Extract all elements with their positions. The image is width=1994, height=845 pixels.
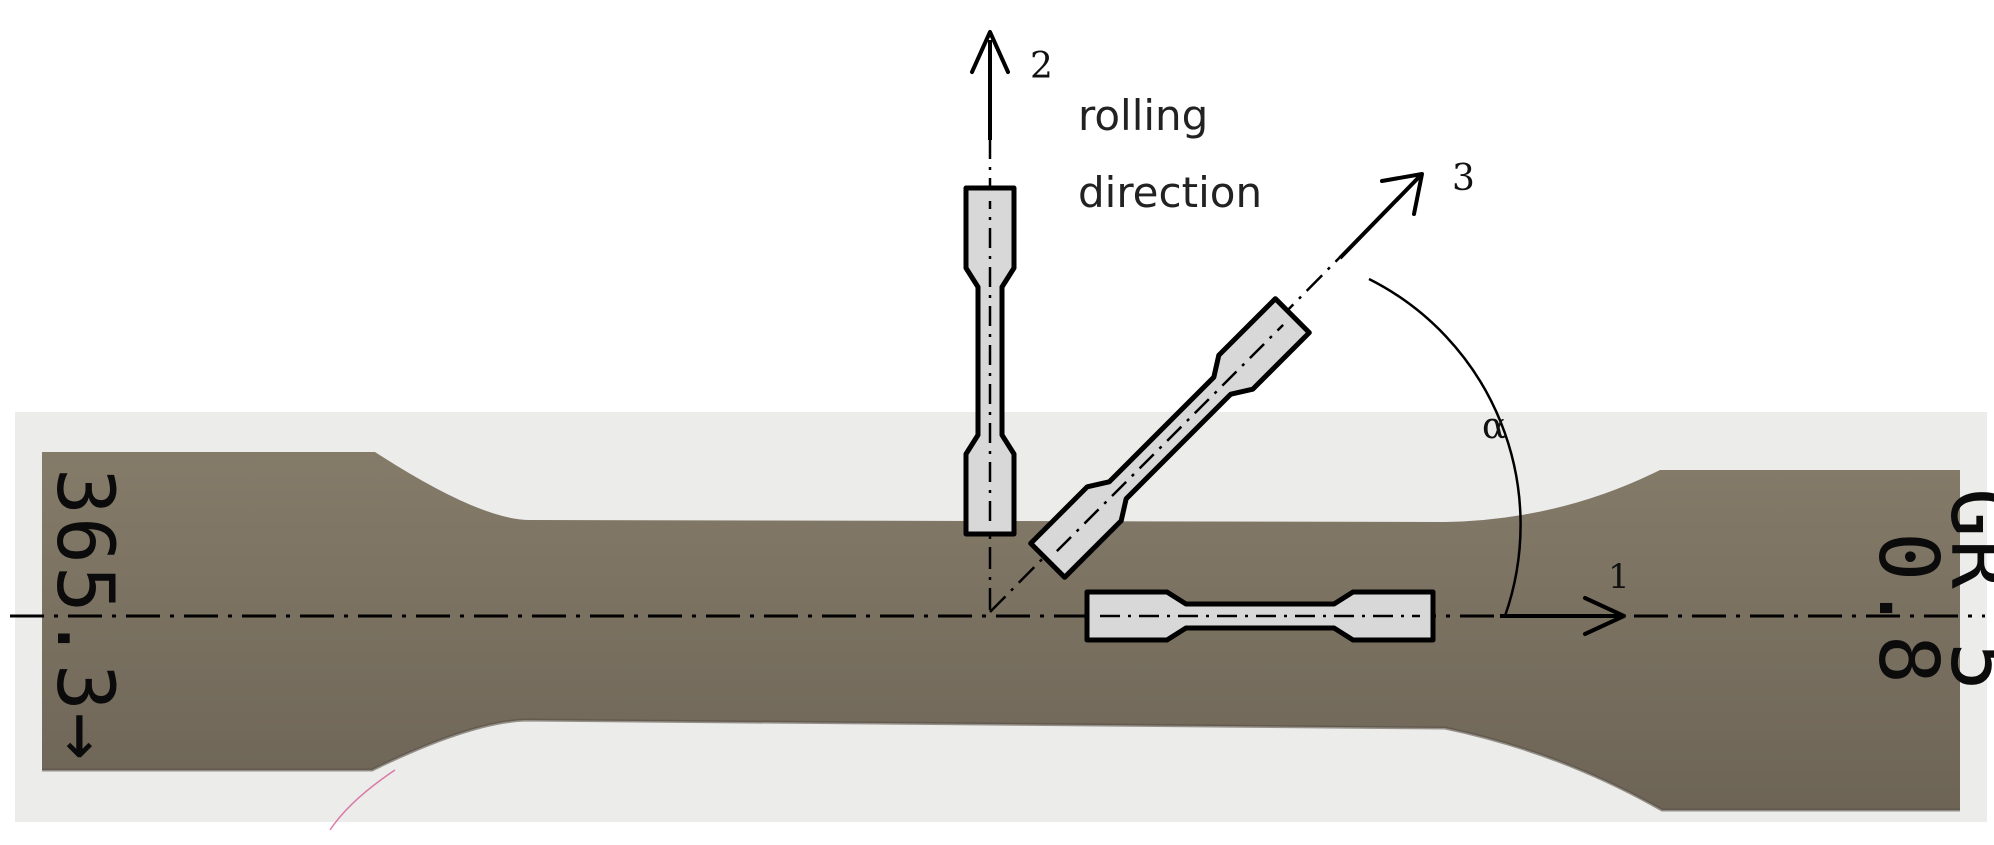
direction-2-label: 2 xyxy=(1030,46,1053,87)
stray-marker-line xyxy=(329,769,396,831)
right-stamp-line-2: 0.8 xyxy=(1860,532,1955,686)
specimen-direction-2 xyxy=(966,188,1014,534)
direction-3-arrow xyxy=(1338,174,1422,260)
direction-2-arrowhead xyxy=(970,30,1010,74)
rolling-direction-label-line-2: direction xyxy=(1078,168,1262,217)
angle-alpha-label: α xyxy=(1482,406,1506,447)
specimen-shadow-edge xyxy=(42,718,1960,812)
direction-3-label: 3 xyxy=(1452,158,1475,199)
rolling-direction-label-line-1: rolling xyxy=(1078,91,1208,140)
angle-alpha-arc xyxy=(1368,277,1522,617)
direction-1-label: 1 xyxy=(1608,557,1630,597)
direction-1-arrowhead xyxy=(1583,596,1626,636)
large-specimen xyxy=(42,452,1960,810)
direction-3-arrowhead xyxy=(1380,172,1424,216)
right-stamp-line-1: GR 5 xyxy=(1932,488,1994,693)
